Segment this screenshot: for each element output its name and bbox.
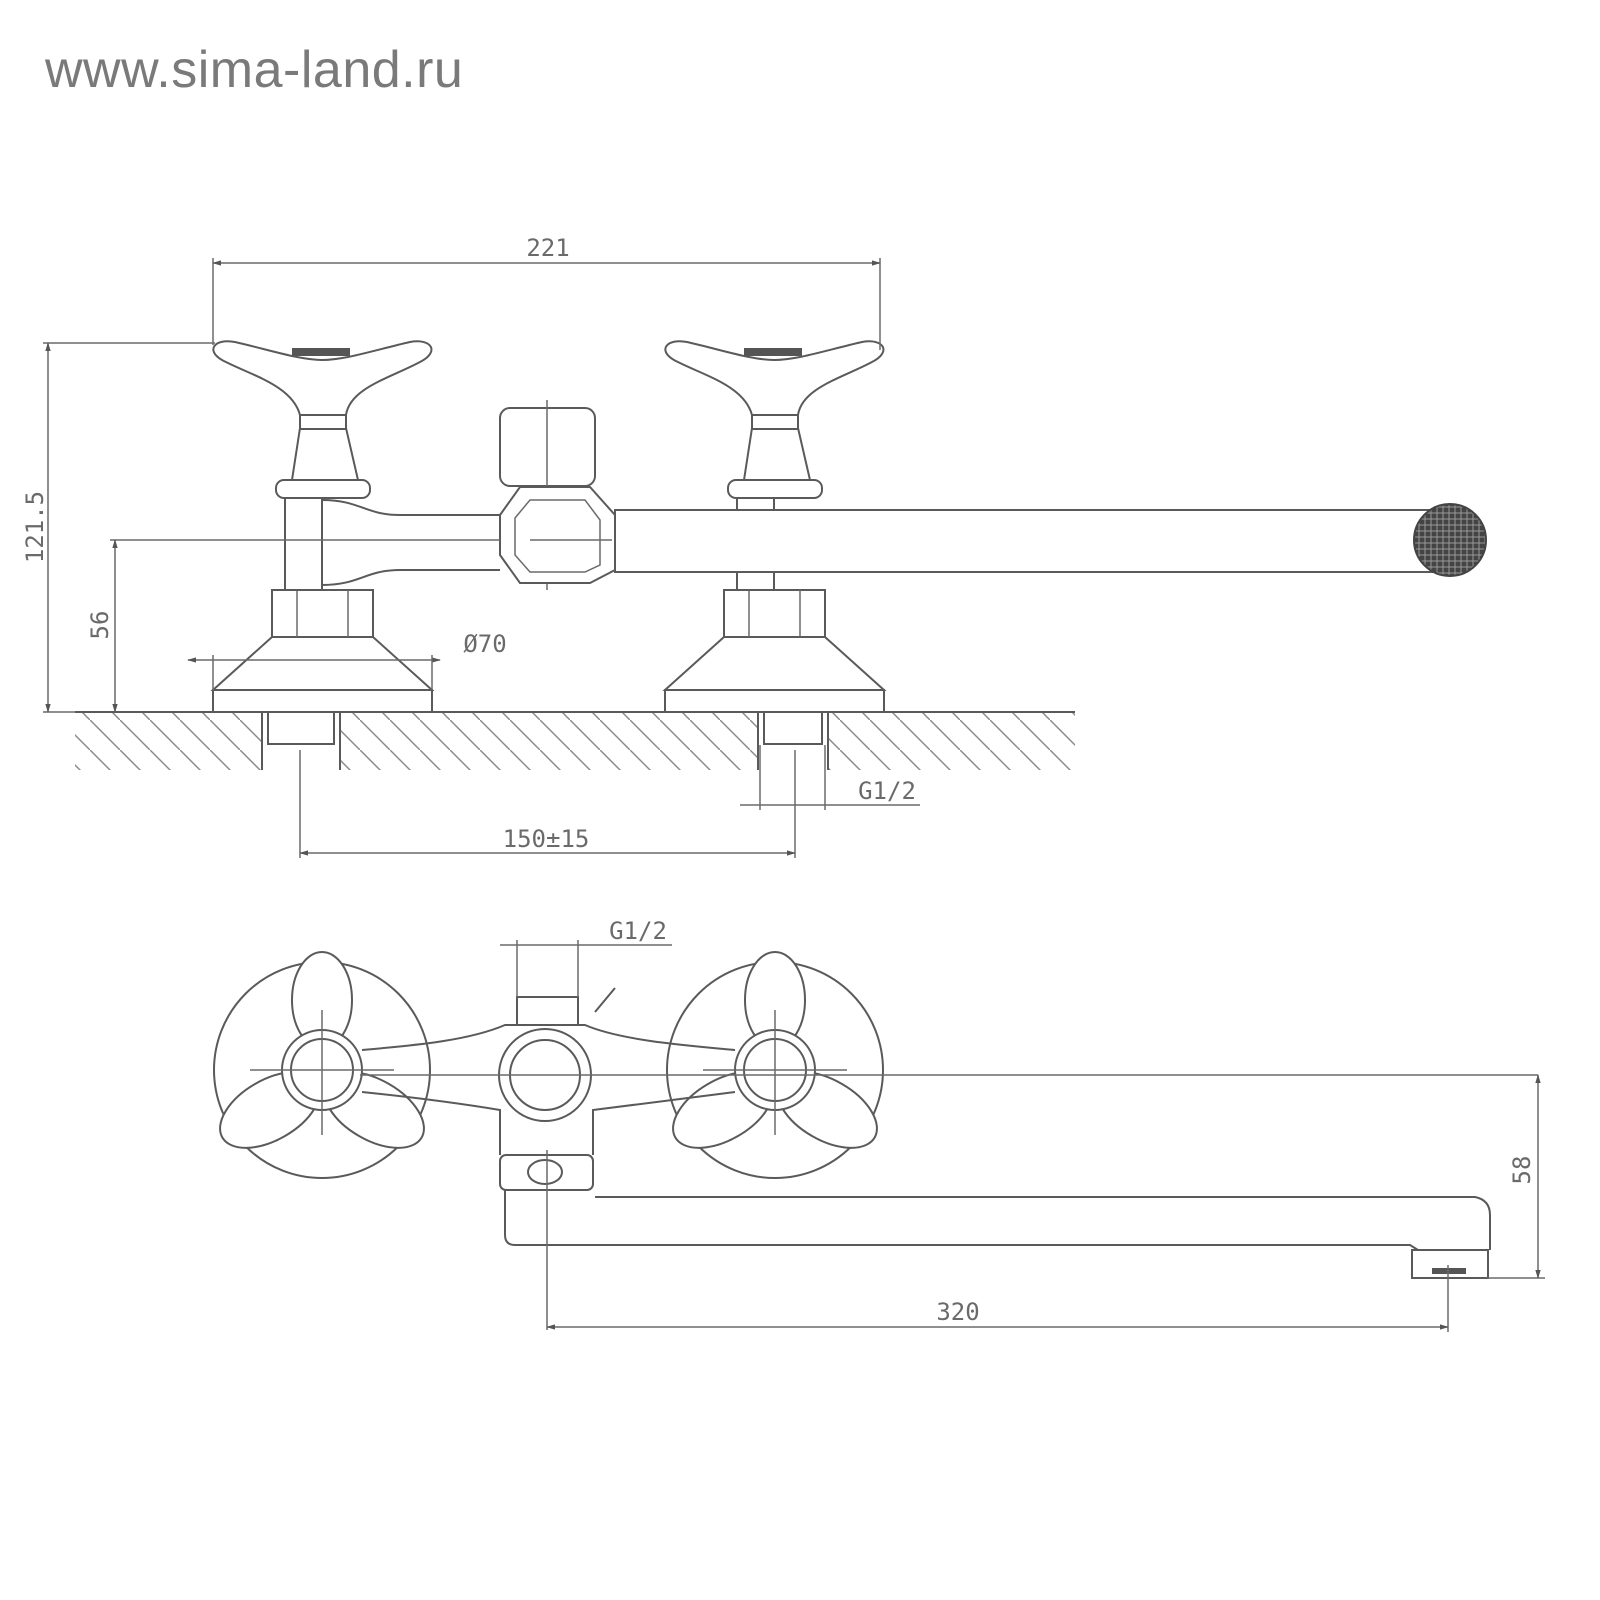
front-view: 221 121.5 56 Ø70 G1/2 bbox=[21, 234, 1487, 858]
dimension-width: 221 bbox=[212, 234, 881, 350]
dimension-height: 121.5 bbox=[21, 342, 215, 713]
dimension-label-height: 121.5 bbox=[21, 491, 49, 563]
dimension-spout-drop: 58 bbox=[1487, 1074, 1545, 1279]
dimension-label-spout-drop: 58 bbox=[1508, 1156, 1536, 1185]
watermark: www.sima-land.ru bbox=[45, 41, 464, 99]
left-valve bbox=[210, 340, 435, 713]
dimension-label-inlet-spacing: 150±15 bbox=[503, 825, 590, 853]
dimension-inlet-spacing: 150±15 bbox=[299, 750, 796, 858]
body-top bbox=[360, 987, 1538, 1191]
dimension-label-top-inlet-thread: G1/2 bbox=[609, 917, 667, 945]
left-handle-top bbox=[213, 951, 431, 1179]
dimension-top-inlet-thread: G1/2 bbox=[500, 917, 672, 997]
mounting-surface bbox=[75, 711, 1075, 772]
dimension-inlet-thread: G1/2 bbox=[740, 745, 920, 810]
right-valve bbox=[662, 340, 887, 713]
dimension-spout-reach: 320 bbox=[546, 1265, 1449, 1332]
dimension-label-base-diameter: Ø70 bbox=[463, 630, 506, 658]
dimension-base-diameter: Ø70 bbox=[187, 630, 507, 690]
top-view: G1/2 58 320 bbox=[213, 917, 1545, 1332]
dimension-label-inlet-thread: G1/2 bbox=[858, 777, 916, 805]
spout-top bbox=[504, 1150, 1491, 1330]
dimension-label-width: 221 bbox=[526, 234, 569, 262]
dimension-label-spout-reach: 320 bbox=[936, 1298, 979, 1326]
dimension-spout-height: 56 bbox=[86, 539, 500, 713]
dimension-label-spout-height: 56 bbox=[86, 611, 114, 640]
spout bbox=[321, 400, 1487, 590]
right-handle-top bbox=[666, 951, 884, 1179]
